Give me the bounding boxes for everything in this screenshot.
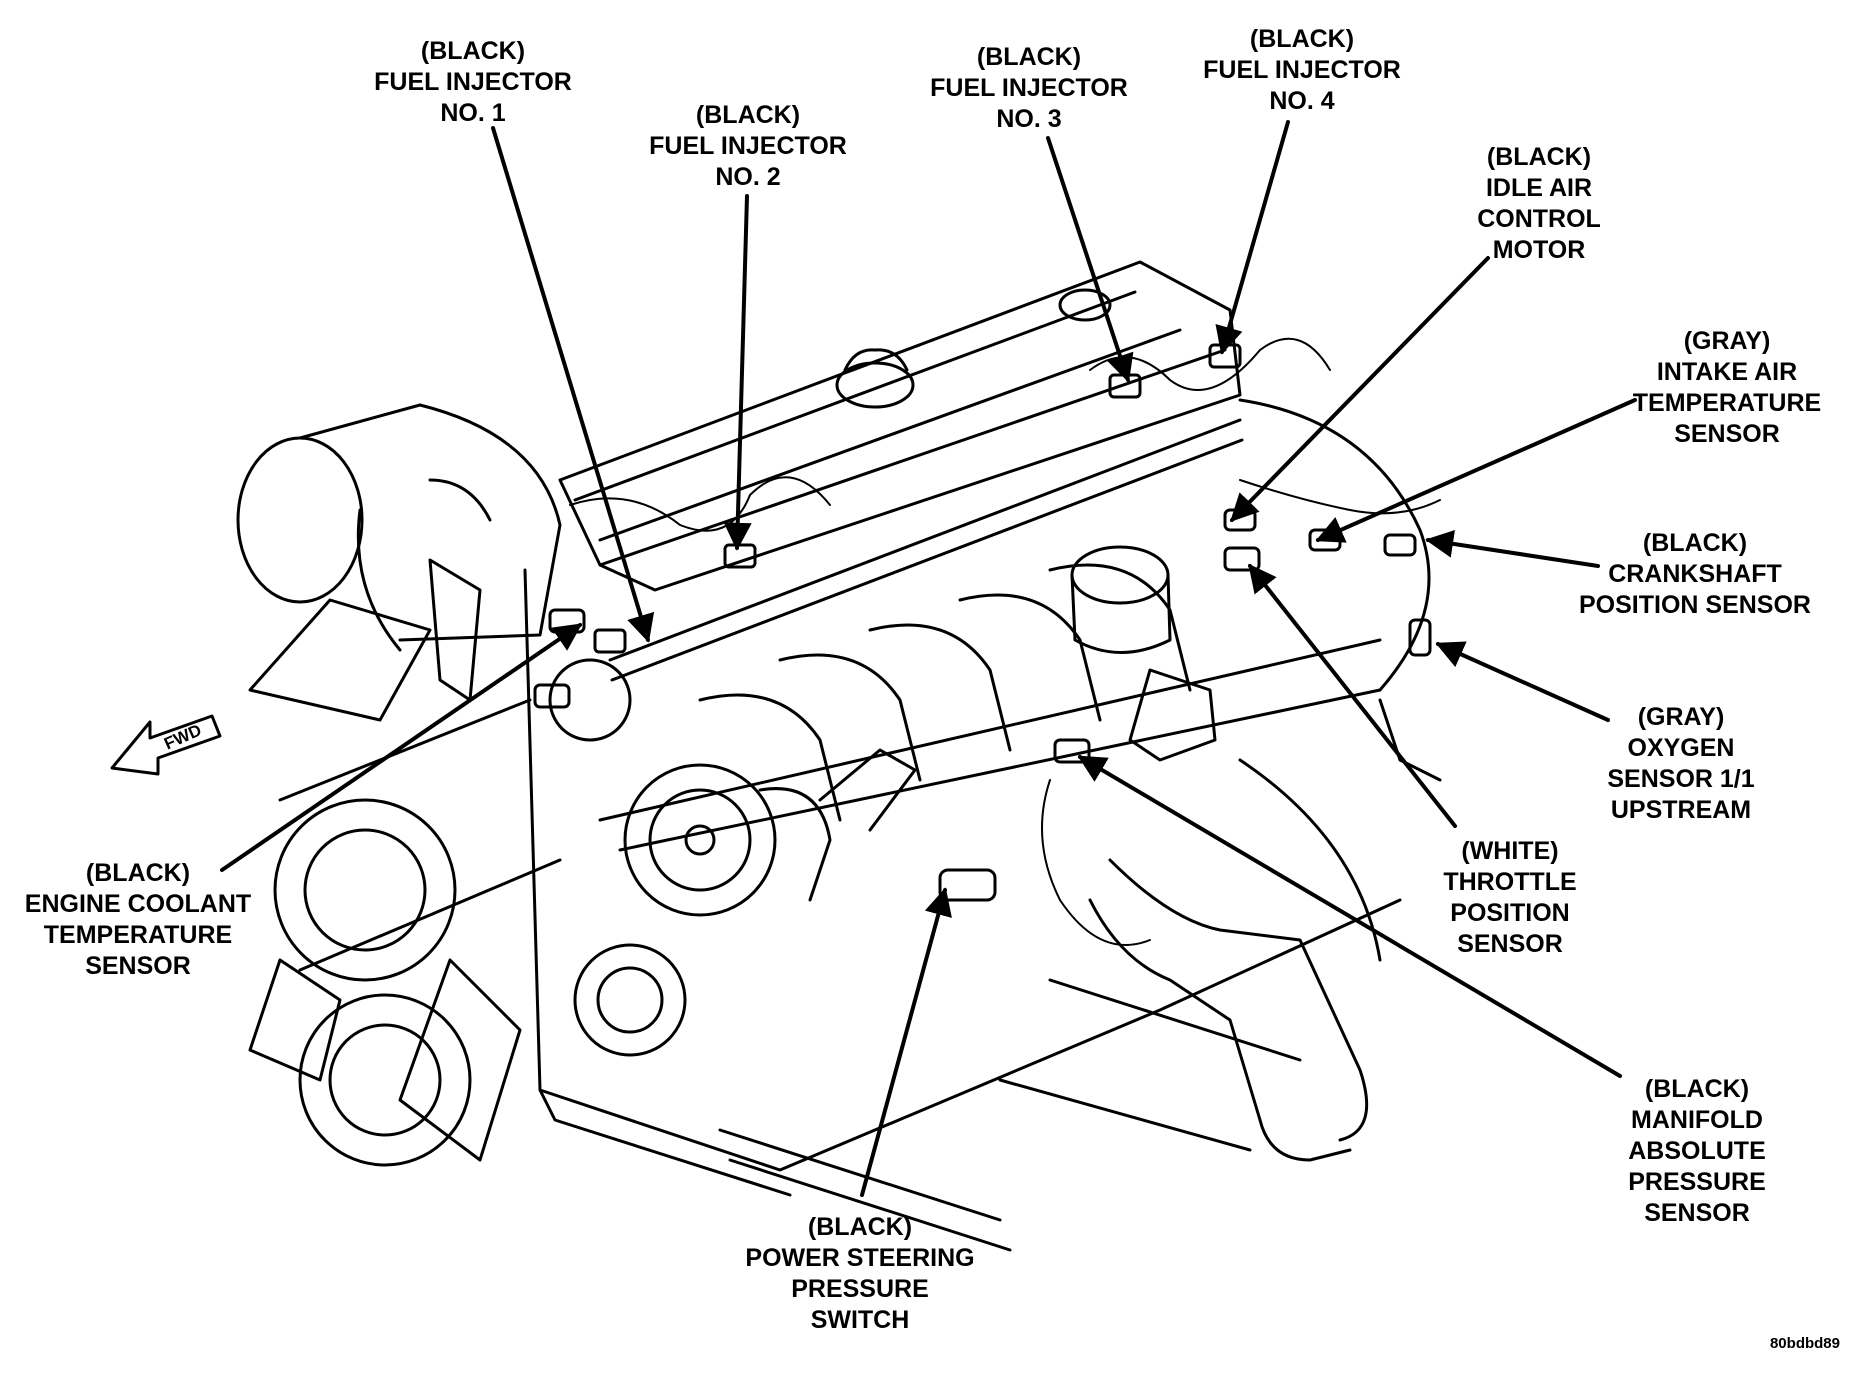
engine-illustration <box>236 260 1442 1252</box>
leader-map-sensor <box>1077 755 1622 1078</box>
leader-engine-coolant-temp <box>220 623 583 872</box>
figure-id: 80bdbd89 <box>1769 1335 1840 1352</box>
leader-fuel-injector-4 <box>1215 120 1290 355</box>
leader-throttle-position <box>1248 563 1457 828</box>
leader-power-steering-switch <box>860 887 952 1197</box>
fwd-arrow-icon: FWD <box>110 714 222 776</box>
leader-fuel-injector-3 <box>1046 136 1134 383</box>
leader-fuel-injector-1 <box>491 126 655 643</box>
leader-oxygen-sensor <box>1435 641 1610 722</box>
leader-idle-air-control <box>1230 256 1490 523</box>
leader-fuel-injector-2 <box>723 194 752 551</box>
leader-crankshaft-position <box>1425 529 1600 568</box>
leader-intake-air-temp <box>1315 398 1637 543</box>
